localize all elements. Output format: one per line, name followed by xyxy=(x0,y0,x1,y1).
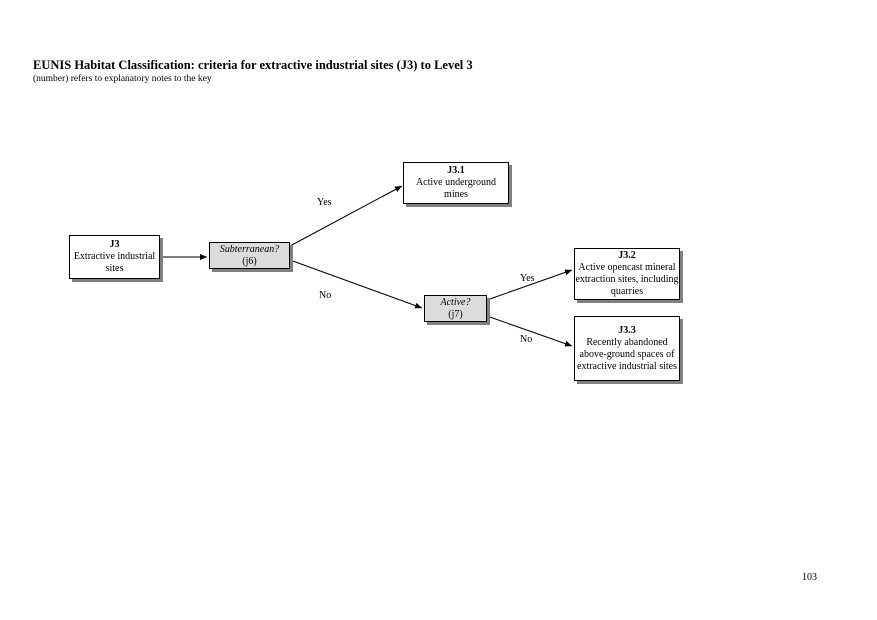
edge-active-yes xyxy=(486,269,573,301)
decision-subterranean: Subterranean? (j6) xyxy=(209,242,290,269)
node-j3-label: Extractive industrial sites xyxy=(73,251,156,274)
decision-subterranean-note: (j6) xyxy=(242,255,257,267)
node-j3-3-label: Recently abandoned above-ground spaces o… xyxy=(577,336,677,372)
node-j3: J3 Extractive industrial sites xyxy=(69,235,160,279)
edge-label-subterranean-no: No xyxy=(319,290,332,301)
decision-active: Active? (j7) xyxy=(424,295,487,322)
edge-subterranean-no xyxy=(289,259,423,309)
node-j3-1-code: J3.1 xyxy=(447,165,465,176)
edge-label-subterranean-yes: Yes xyxy=(317,197,332,208)
decision-subterranean-question: Subterranean? xyxy=(219,243,280,255)
page-subtitle: (number) refers to explanatory notes to … xyxy=(33,74,212,84)
node-j3-2: J3.2 Active opencast mineral extraction … xyxy=(574,248,680,300)
node-j3-code: J3 xyxy=(109,239,120,250)
edge-label-active-yes: Yes xyxy=(520,273,535,284)
decision-active-note: (j7) xyxy=(448,308,463,320)
edge-active-no xyxy=(486,315,573,347)
node-j3-2-code: J3.2 xyxy=(618,250,636,261)
node-j3-2-label: Active opencast mineral extraction sites… xyxy=(575,262,679,297)
node-j3-3-code: J3.3 xyxy=(618,324,636,336)
page-title: EUNIS Habitat Classification: criteria f… xyxy=(33,58,473,72)
edge-subterranean-yes xyxy=(289,185,403,247)
edge-label-active-no: No xyxy=(520,334,533,345)
node-j3-1-label: Active underground mines xyxy=(415,177,497,200)
decision-active-question: Active? xyxy=(440,296,471,308)
node-j3-3: J3.3 Recently abandoned above-ground spa… xyxy=(574,316,680,381)
node-j3-1: J3.1 Active underground mines xyxy=(403,162,509,204)
page-number: 103 xyxy=(802,572,817,583)
